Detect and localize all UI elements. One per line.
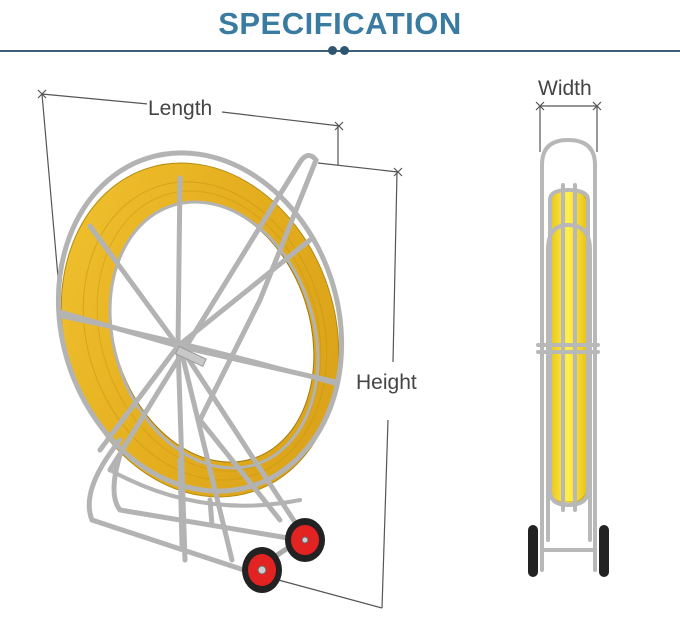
dimension-lines-side — [535, 101, 602, 152]
page-title: SPECIFICATION — [218, 6, 462, 41]
dimension-lines-front — [37, 89, 403, 609]
height-label: Height — [355, 371, 418, 394]
reel-side-view — [528, 137, 609, 577]
divider-dot-left — [328, 46, 337, 55]
wheel-side-left — [528, 525, 538, 577]
divider-dot-right — [340, 46, 349, 55]
length-label: Length — [147, 97, 214, 120]
wheel-front-right — [285, 518, 325, 562]
width-label: Width — [537, 77, 593, 100]
wheel-side-right — [599, 525, 609, 577]
reel-front-view — [55, 150, 345, 593]
wheel-front-left — [242, 547, 282, 593]
